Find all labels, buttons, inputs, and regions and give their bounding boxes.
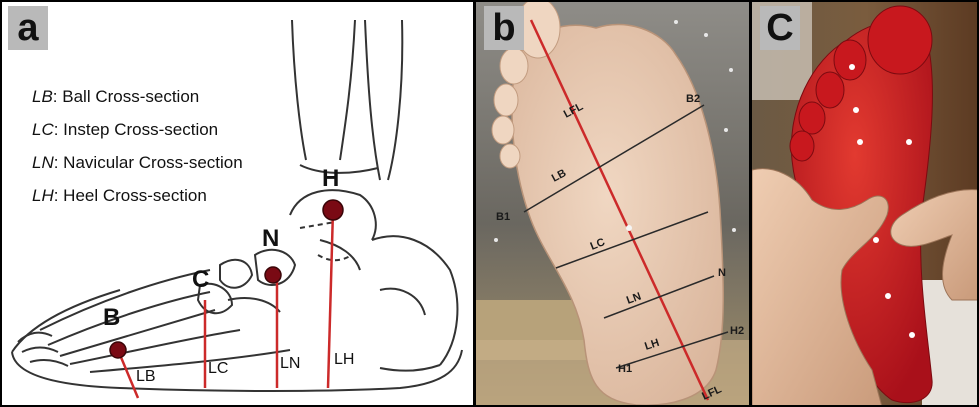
legend-code: LN: [32, 153, 54, 172]
label-n: N: [718, 267, 726, 279]
legend-text: : Instep Cross-section: [54, 120, 218, 139]
legend-text: : Ball Cross-section: [53, 87, 199, 106]
point-label-c: C: [192, 266, 209, 293]
legend-item-lc: LC: Instep Cross-section: [32, 113, 243, 146]
panel-label-c: C: [760, 6, 800, 50]
panel-label-b: b: [484, 6, 524, 50]
panel-label-a: a: [8, 6, 48, 50]
point-label-h: H: [322, 165, 339, 192]
legend-text: : Heel Cross-section: [54, 186, 207, 205]
line-label-lb: LB: [136, 368, 156, 385]
line-label-ln: LN: [280, 355, 300, 372]
foot-sole-illustration: LFL B2 B1 LB LC N LN H2 LH H1 LFL: [476, 0, 749, 407]
fibula-outline: [365, 20, 380, 180]
marker-h: [323, 200, 343, 220]
line-label-lh: LH: [334, 351, 354, 368]
label-b2: B2: [686, 93, 700, 105]
calcaneus-outline: [372, 236, 457, 365]
marker-b: [110, 342, 126, 358]
section-legend: LB: Ball Cross-section LC: Instep Cross-…: [32, 80, 243, 212]
label-b1: B1: [496, 211, 510, 223]
panel-b-foot-sole-photo: LFL B2 B1 LB LC N LN H2 LH H1 LFL b: [476, 0, 749, 407]
tibia-outline: [292, 20, 306, 160]
point-label-b: B: [103, 304, 120, 331]
cast-big-toe: [868, 6, 932, 74]
label-h2: H2: [730, 325, 744, 337]
legend-text: : Navicular Cross-section: [54, 153, 243, 172]
foot-cast-illustration: [752, 0, 979, 407]
legend-item-lh: LH: Heel Cross-section: [32, 179, 243, 212]
line-label-lc: LC: [208, 360, 228, 377]
panel-a-foot-skeleton-diagram: B C N H LB LC LN LH a LB: Ball Cross-sec…: [0, 0, 473, 407]
legend-code: LC: [32, 120, 54, 139]
label-h1: H1: [618, 363, 632, 375]
section-line-lh: [328, 210, 333, 388]
point-label-n: N: [262, 225, 279, 252]
legend-code: LB: [32, 87, 53, 106]
legend-item-ln: LN: Navicular Cross-section: [32, 146, 243, 179]
legend-code: LH: [32, 186, 54, 205]
panel-c-foot-cast-photo: C: [752, 0, 979, 407]
marker-n: [265, 267, 281, 283]
center-marker: [626, 225, 632, 231]
legend-item-lb: LB: Ball Cross-section: [32, 80, 243, 113]
